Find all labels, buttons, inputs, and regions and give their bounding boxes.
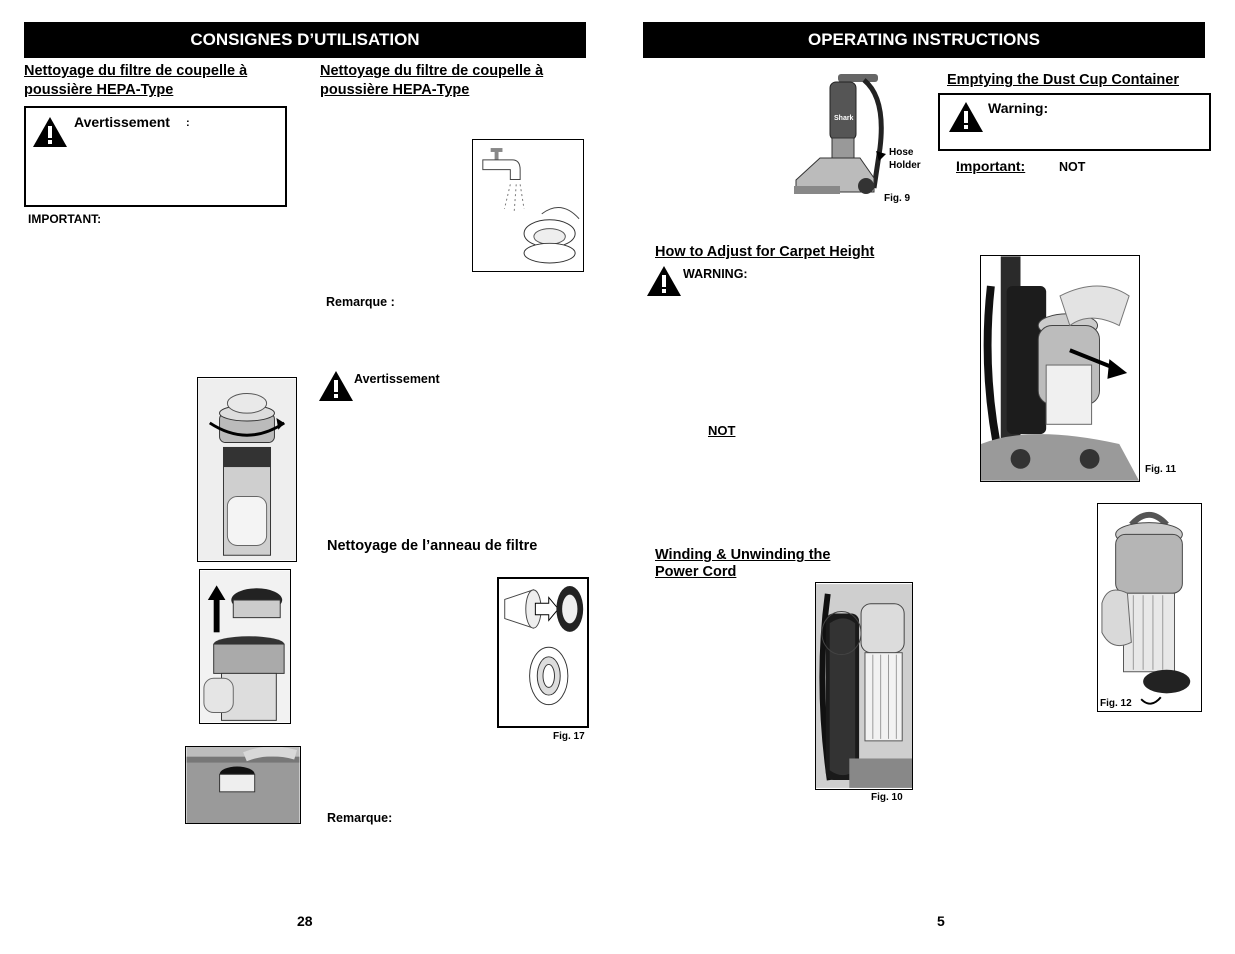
- carpet-not: NOT: [708, 423, 736, 438]
- fig-12-label: Fig. 12: [1100, 698, 1132, 709]
- warning-triangle-icon: [948, 101, 984, 133]
- col2-heading-line1: Nettoyage du filtre de coupelle à: [320, 63, 544, 79]
- dust-warning-label: Warning:: [988, 100, 1049, 116]
- fig-9-label: Fig. 9: [884, 193, 911, 204]
- figure-twist-cup: [197, 377, 297, 562]
- col2-heading-line2: poussière HEPA-Type: [320, 82, 470, 98]
- left-page-banner: CONSIGNES D’UTILISATION: [24, 22, 586, 58]
- warning-colon: :: [186, 117, 190, 129]
- hose-holder-label: Hose Holder: [889, 146, 921, 172]
- warning-label: Avertissement: [74, 114, 170, 130]
- important-not: NOT: [1059, 160, 1086, 174]
- figure-17-filter-ring: [497, 577, 589, 728]
- fig-17-label: Fig. 17: [553, 731, 585, 742]
- warning-label-2: Avertissement: [354, 372, 440, 386]
- power-cord-heading-line2: Power Cord: [655, 564, 737, 580]
- col2-heading: Nettoyage du filtre de coupelle à poussi…: [320, 62, 543, 100]
- dust-cup-heading: Emptying the Dust Cup Container: [947, 72, 1179, 88]
- page-number-right: 5: [937, 913, 945, 929]
- warning-box-left: Avertissement :: [24, 106, 287, 207]
- power-cord-heading: Winding & Unwinding the Power Cord: [655, 547, 830, 581]
- hose-holder-line2: Holder: [889, 160, 921, 171]
- figure-tap-filter: [185, 746, 301, 824]
- fig-11-label: Fig. 11: [1145, 464, 1177, 475]
- figure-faucet-rinse: [472, 139, 584, 272]
- hose-holder-line1: Hose: [889, 147, 914, 158]
- warning-triangle-icon: [32, 116, 68, 148]
- figure-11-remove-cup: [980, 255, 1140, 482]
- col1-heading-line2: poussière HEPA-Type: [24, 82, 174, 98]
- ring-heading: Nettoyage de l’anneau de filtre: [327, 538, 538, 554]
- warning-triangle-icon: [646, 265, 682, 297]
- figure-9-vacuum-side: Shark: [790, 68, 886, 200]
- remarque-1: Remarque :: [326, 295, 395, 309]
- figure-lift-filter: [199, 569, 291, 724]
- svg-text:Shark: Shark: [834, 115, 854, 122]
- power-cord-heading-line1: Winding & Unwinding the: [655, 547, 831, 563]
- fig-10-label: Fig. 10: [871, 792, 903, 803]
- carpet-height-heading: How to Adjust for Carpet Height: [655, 244, 875, 260]
- col1-heading-line1: Nettoyage du filtre de coupelle à: [24, 63, 248, 79]
- important-label-fr: IMPORTANT:: [28, 212, 102, 226]
- warning-box-right: Warning:: [938, 93, 1211, 151]
- figure-12-empty-cup: [1097, 503, 1202, 712]
- arrow-pointer-icon: [876, 148, 886, 161]
- warning-triangle-icon: [318, 370, 354, 402]
- page-number-left: 28: [297, 913, 313, 929]
- right-page-banner: OPERATING INSTRUCTIONS: [643, 22, 1205, 58]
- remarque-2: Remarque:: [327, 811, 393, 825]
- figure-10-power-cord: [815, 582, 913, 790]
- col1-heading: Nettoyage du filtre de coupelle à poussi…: [24, 62, 247, 100]
- carpet-warning-label: WARNING:: [683, 267, 748, 281]
- important-label-en: Important:: [956, 158, 1026, 174]
